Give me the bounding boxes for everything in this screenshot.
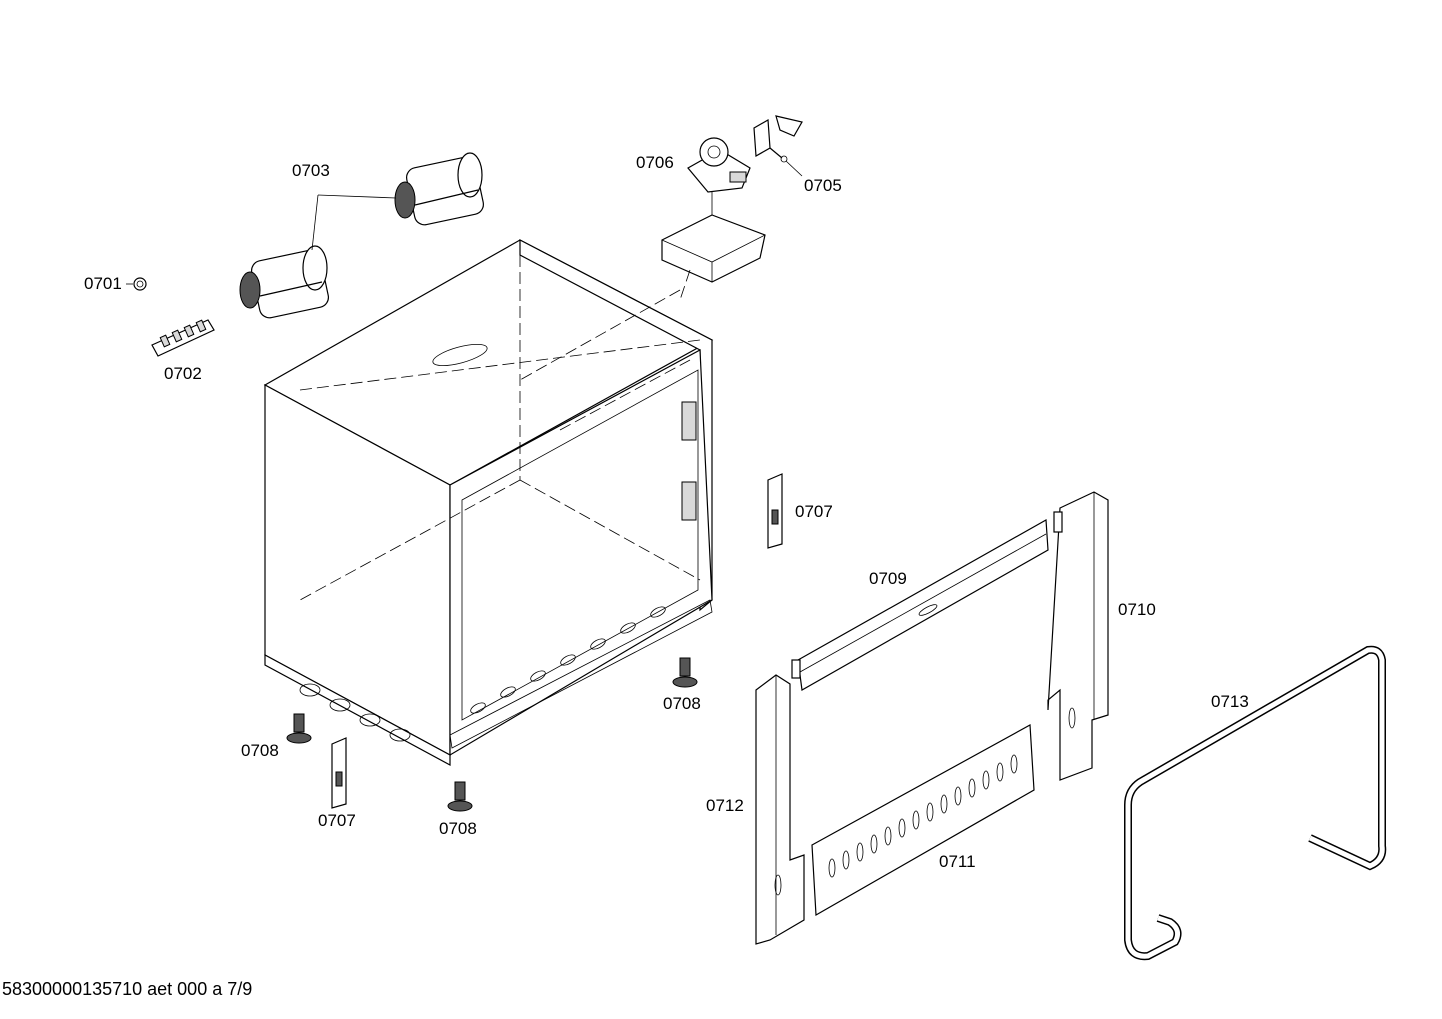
part-0703-fan-motor-lower	[239, 245, 330, 319]
part-0702-terminal-block	[151, 319, 215, 357]
mounting-tray	[661, 214, 766, 283]
label-0705: 0705	[804, 176, 842, 195]
label-0706: 0706	[636, 153, 674, 172]
cabinet-frame	[263, 239, 714, 767]
part-0703-fan-motor-upper	[394, 152, 485, 226]
part-0707-hinge-left	[331, 737, 347, 809]
part-0712-left-upright	[755, 659, 805, 945]
label-0707-left: 0707	[318, 811, 356, 830]
part-0713-door-seal	[1124, 645, 1387, 961]
part-0708-foot-3	[447, 781, 473, 812]
label-0712: 0712	[706, 796, 744, 815]
label-0701: 0701	[84, 274, 122, 293]
part-0708-foot-1	[672, 657, 698, 688]
part-0708-foot-2	[286, 713, 312, 744]
part-0710-right-upright	[1047, 491, 1109, 781]
label-0708-right: 0708	[663, 694, 701, 713]
part-0706-control-motor	[687, 137, 751, 193]
part-0707-hinge-right	[767, 473, 783, 549]
part-0701-sensor	[133, 277, 147, 291]
part-0709-top-rail	[797, 519, 1049, 691]
label-0710: 0710	[1118, 600, 1156, 619]
label-0703: 0703	[292, 161, 330, 180]
bottom-rail-slots	[470, 606, 666, 714]
label-0708-left: 0708	[241, 741, 279, 760]
base-holes	[299, 683, 411, 742]
lower-panel-slots	[828, 754, 1018, 878]
label-0707-right: 0707	[795, 502, 833, 521]
part-0711-lower-panel	[811, 724, 1035, 917]
label-0702: 0702	[164, 364, 202, 383]
label-0713: 0713	[1211, 692, 1249, 711]
label-0709: 0709	[869, 569, 907, 588]
label-0711: 0711	[939, 852, 976, 871]
part-0705-bracket	[753, 115, 803, 163]
document-code-footer: 58300000135710 aet 000 a 7/9	[2, 979, 253, 999]
label-0708-bottom: 0708	[439, 819, 477, 838]
